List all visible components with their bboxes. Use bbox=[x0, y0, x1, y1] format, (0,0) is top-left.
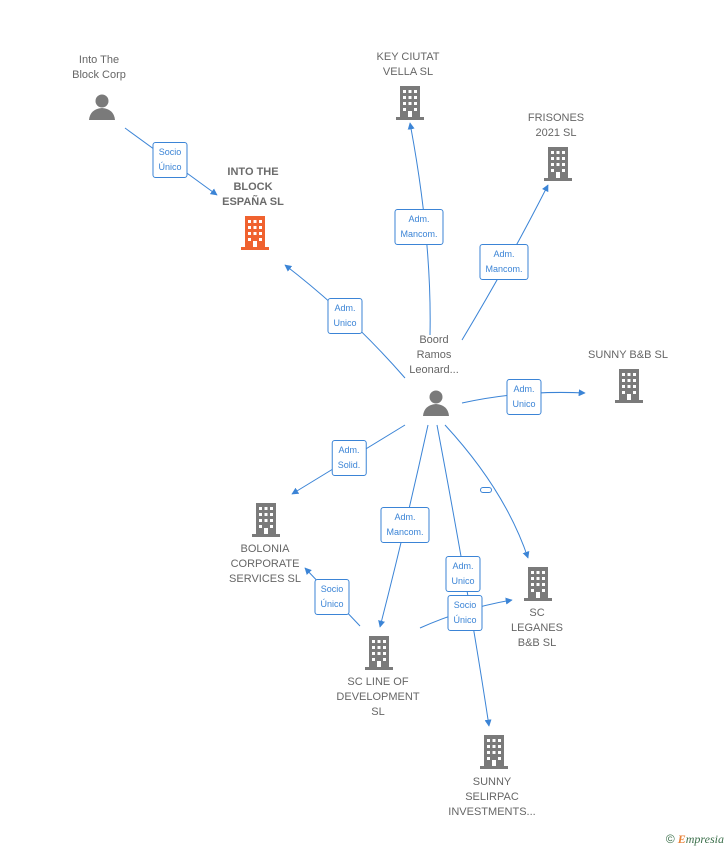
node-label-frisones-2021[interactable]: FRISONES 2021 SL bbox=[527, 112, 585, 139]
building-icon[interactable] bbox=[522, 566, 554, 602]
node-label-key-ciutat-vella[interactable]: KEY CIUTAT VELLA SL bbox=[376, 51, 440, 78]
building-icon[interactable] bbox=[542, 146, 574, 182]
edge-boord-leganes bbox=[444, 424, 530, 559]
building-icon[interactable] bbox=[363, 635, 395, 671]
node-label-sunny-selirpac[interactable]: SUNNY SELIRPAC INVESTMENTS... bbox=[448, 776, 536, 818]
relation-label-boord-sunny-bb: Adm. Unico bbox=[506, 379, 542, 415]
building-icon[interactable] bbox=[250, 502, 282, 538]
node-label-bolonia[interactable]: BOLONIA CORPORATE SERVICES SL bbox=[229, 543, 301, 585]
copyright-icon: © bbox=[665, 832, 675, 846]
relation-label-boord-espana: Adm. Unico bbox=[327, 298, 363, 334]
relation-label-corp-espana: Socio Único bbox=[152, 142, 188, 178]
person-icon[interactable] bbox=[87, 92, 117, 122]
relation-label-boord-selirpac: Adm. Unico bbox=[445, 556, 481, 592]
brand-initial: E bbox=[677, 832, 686, 846]
brand-name: mpresia bbox=[685, 832, 724, 846]
relation-label-boord-frisones: Adm. Mancom. bbox=[479, 244, 529, 280]
building-icon[interactable] bbox=[478, 734, 510, 770]
relation-label-boord-bolonia: Adm. Solid. bbox=[331, 440, 367, 476]
relation-label-scline-leganes: Socio Único bbox=[447, 595, 483, 631]
person-icon[interactable] bbox=[421, 388, 451, 418]
building-icon[interactable] bbox=[613, 368, 645, 404]
building-icon[interactable] bbox=[394, 85, 426, 121]
relation-label-boord-key: Adm. Mancom. bbox=[394, 209, 444, 245]
node-label-sunny-bb[interactable]: SUNNY B&B SL bbox=[588, 349, 668, 361]
building-icon-main[interactable] bbox=[239, 215, 271, 251]
node-label-into-the-block-espana[interactable]: INTO THE BLOCK ESPAÑA SL bbox=[222, 166, 284, 208]
node-label-sc-leganes[interactable]: SC LEGANES B&B SL bbox=[511, 607, 563, 649]
relation-label-scline-bolonia: Socio Único bbox=[314, 579, 350, 615]
relation-label-boord-leganes bbox=[480, 487, 492, 493]
node-label-boord-ramos[interactable]: Boord Ramos Leonard... bbox=[409, 334, 459, 376]
node-label-into-the-block-corp[interactable]: Into The Block Corp bbox=[72, 54, 126, 81]
empresia-logo: © Empresia bbox=[666, 832, 724, 847]
relation-label-boord-sc-line: Adm. Mancom. bbox=[380, 507, 430, 543]
node-label-sc-line[interactable]: SC LINE OF DEVELOPMENT SL bbox=[336, 676, 420, 718]
